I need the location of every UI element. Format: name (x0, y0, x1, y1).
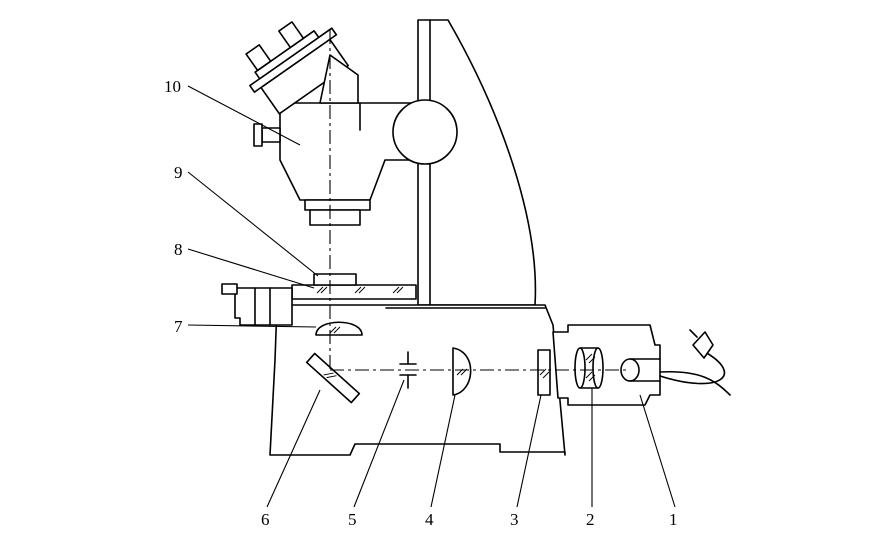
lamp-lens (574, 347, 604, 389)
label-5: 5 (348, 510, 357, 529)
label-6: 6 (261, 510, 270, 529)
optical-axis (329, 30, 630, 371)
label-2: 2 (586, 510, 595, 529)
label-7: 7 (174, 317, 183, 336)
label-10: 10 (164, 77, 181, 96)
stage (221, 273, 417, 326)
label-9: 9 (174, 163, 183, 182)
microscope-head (253, 99, 458, 226)
microscope-base (269, 304, 566, 456)
filter (537, 349, 551, 396)
label-1: 1 (669, 510, 678, 529)
label-4: 4 (425, 510, 434, 529)
aperture-diaphragm (399, 351, 417, 389)
eyepiece-assembly (245, 21, 349, 115)
condenser-lens (315, 321, 363, 336)
mirror (305, 352, 361, 404)
label-3: 3 (510, 510, 519, 529)
collector-lens (452, 347, 472, 396)
leader-lines (187, 85, 676, 508)
label-8: 8 (174, 240, 183, 259)
microscope-arm (417, 19, 537, 306)
part-labels: 1 2 3 4 5 6 7 8 9 10 (164, 77, 678, 529)
